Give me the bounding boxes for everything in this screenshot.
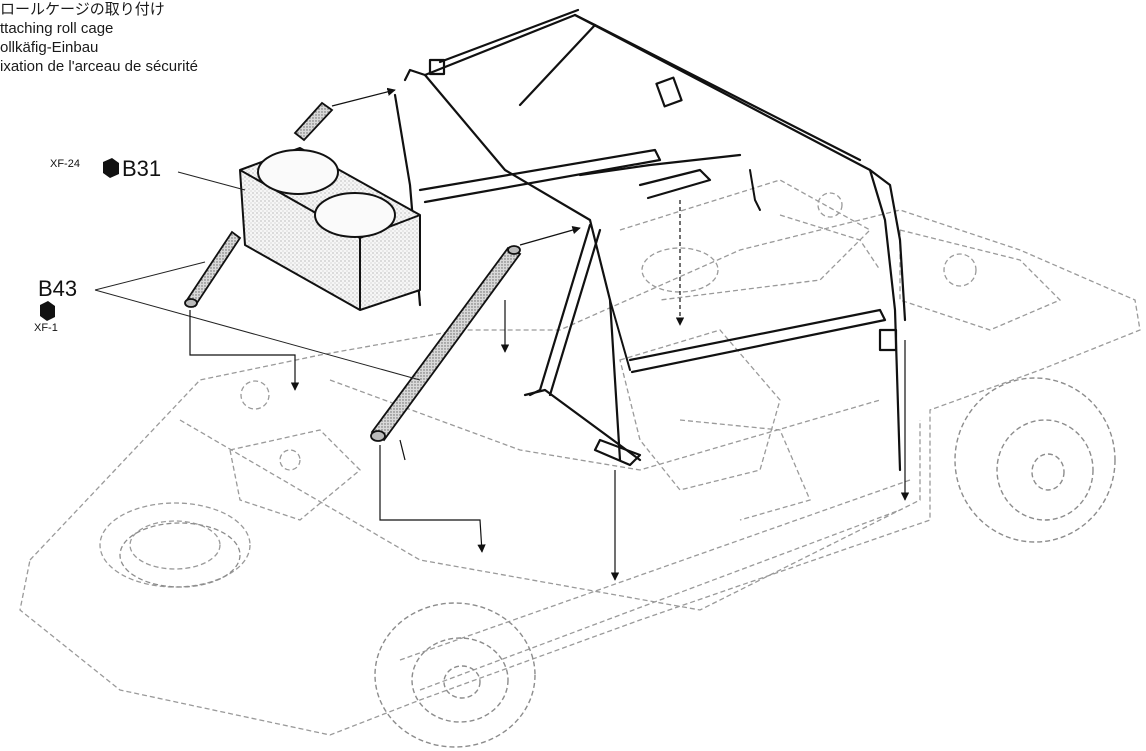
leader-lines: [94, 171, 421, 381]
b31-label: B31: [122, 156, 162, 181]
b31-part: [239, 147, 421, 311]
assembly-arrows: [189, 87, 910, 581]
b43-bar-left: [184, 230, 242, 308]
step-caption: ロールケージの取り付け ttaching roll cage ollkäfig-…: [0, 0, 198, 76]
caption-german: ollkäfig-Einbau: [0, 39, 99, 56]
b43-label: B43: [38, 276, 78, 301]
b43-paint-code: XF-1: [34, 322, 58, 334]
paint-swatch-xf24: [103, 158, 119, 178]
caption-french: ixation de l'arceau de sécurité: [0, 58, 198, 75]
rear-left-wheel: [374, 602, 536, 748]
cage-side-bar: [609, 169, 761, 371]
roll-cage: [393, 8, 907, 472]
car-body: [19, 179, 1141, 736]
spare-wheel: [119, 522, 241, 588]
b31-paint-code: XF-24: [50, 158, 80, 170]
pipe-part: [293, 101, 334, 142]
front-right-wheel: [954, 377, 1116, 543]
caption-english: ttaching roll cage: [0, 20, 114, 37]
b43-bar-right: [370, 245, 522, 442]
paint-swatch-xf1: [40, 301, 55, 321]
caption-japanese: ロールケージの取り付け: [0, 1, 165, 18]
